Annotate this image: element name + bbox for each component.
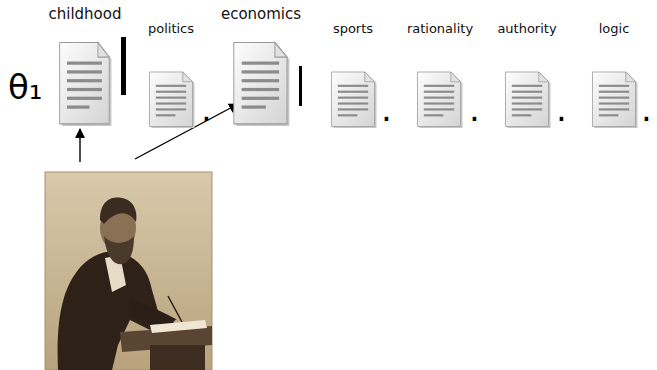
topic-label: economics xyxy=(221,5,301,23)
document-node: authority xyxy=(497,18,556,128)
portrait-photo xyxy=(45,172,212,370)
document-node: politics xyxy=(148,18,195,128)
document-icon xyxy=(148,71,195,128)
document-node: logic xyxy=(591,18,638,128)
document-node: rationality xyxy=(407,18,473,128)
topic-label: childhood xyxy=(49,5,122,23)
topic-label: rationality xyxy=(407,21,473,37)
thick-bar xyxy=(121,37,126,95)
thin-bar xyxy=(299,66,302,106)
document-icon xyxy=(416,71,463,128)
document-node: sports xyxy=(330,18,377,128)
document-icon xyxy=(504,71,551,128)
separator-dot: . xyxy=(469,92,480,126)
document-icon xyxy=(330,71,377,128)
separator-dot: . xyxy=(641,92,652,126)
document-node: economics xyxy=(221,4,301,126)
leader-arrow xyxy=(79,129,80,162)
topic-label: politics xyxy=(148,21,194,37)
parameter-symbol: θ₁ xyxy=(8,70,42,104)
document-icon xyxy=(58,41,112,126)
topic-label: authority xyxy=(497,21,556,37)
topic-label: sports xyxy=(333,21,373,37)
document-icon xyxy=(591,71,638,128)
separator-dot: . xyxy=(381,92,392,126)
separator-dot: . xyxy=(556,92,567,126)
separator-dot: . xyxy=(201,92,212,126)
document-node: childhood xyxy=(49,4,122,126)
document-icon xyxy=(232,41,290,126)
topic-label: logic xyxy=(599,21,630,37)
